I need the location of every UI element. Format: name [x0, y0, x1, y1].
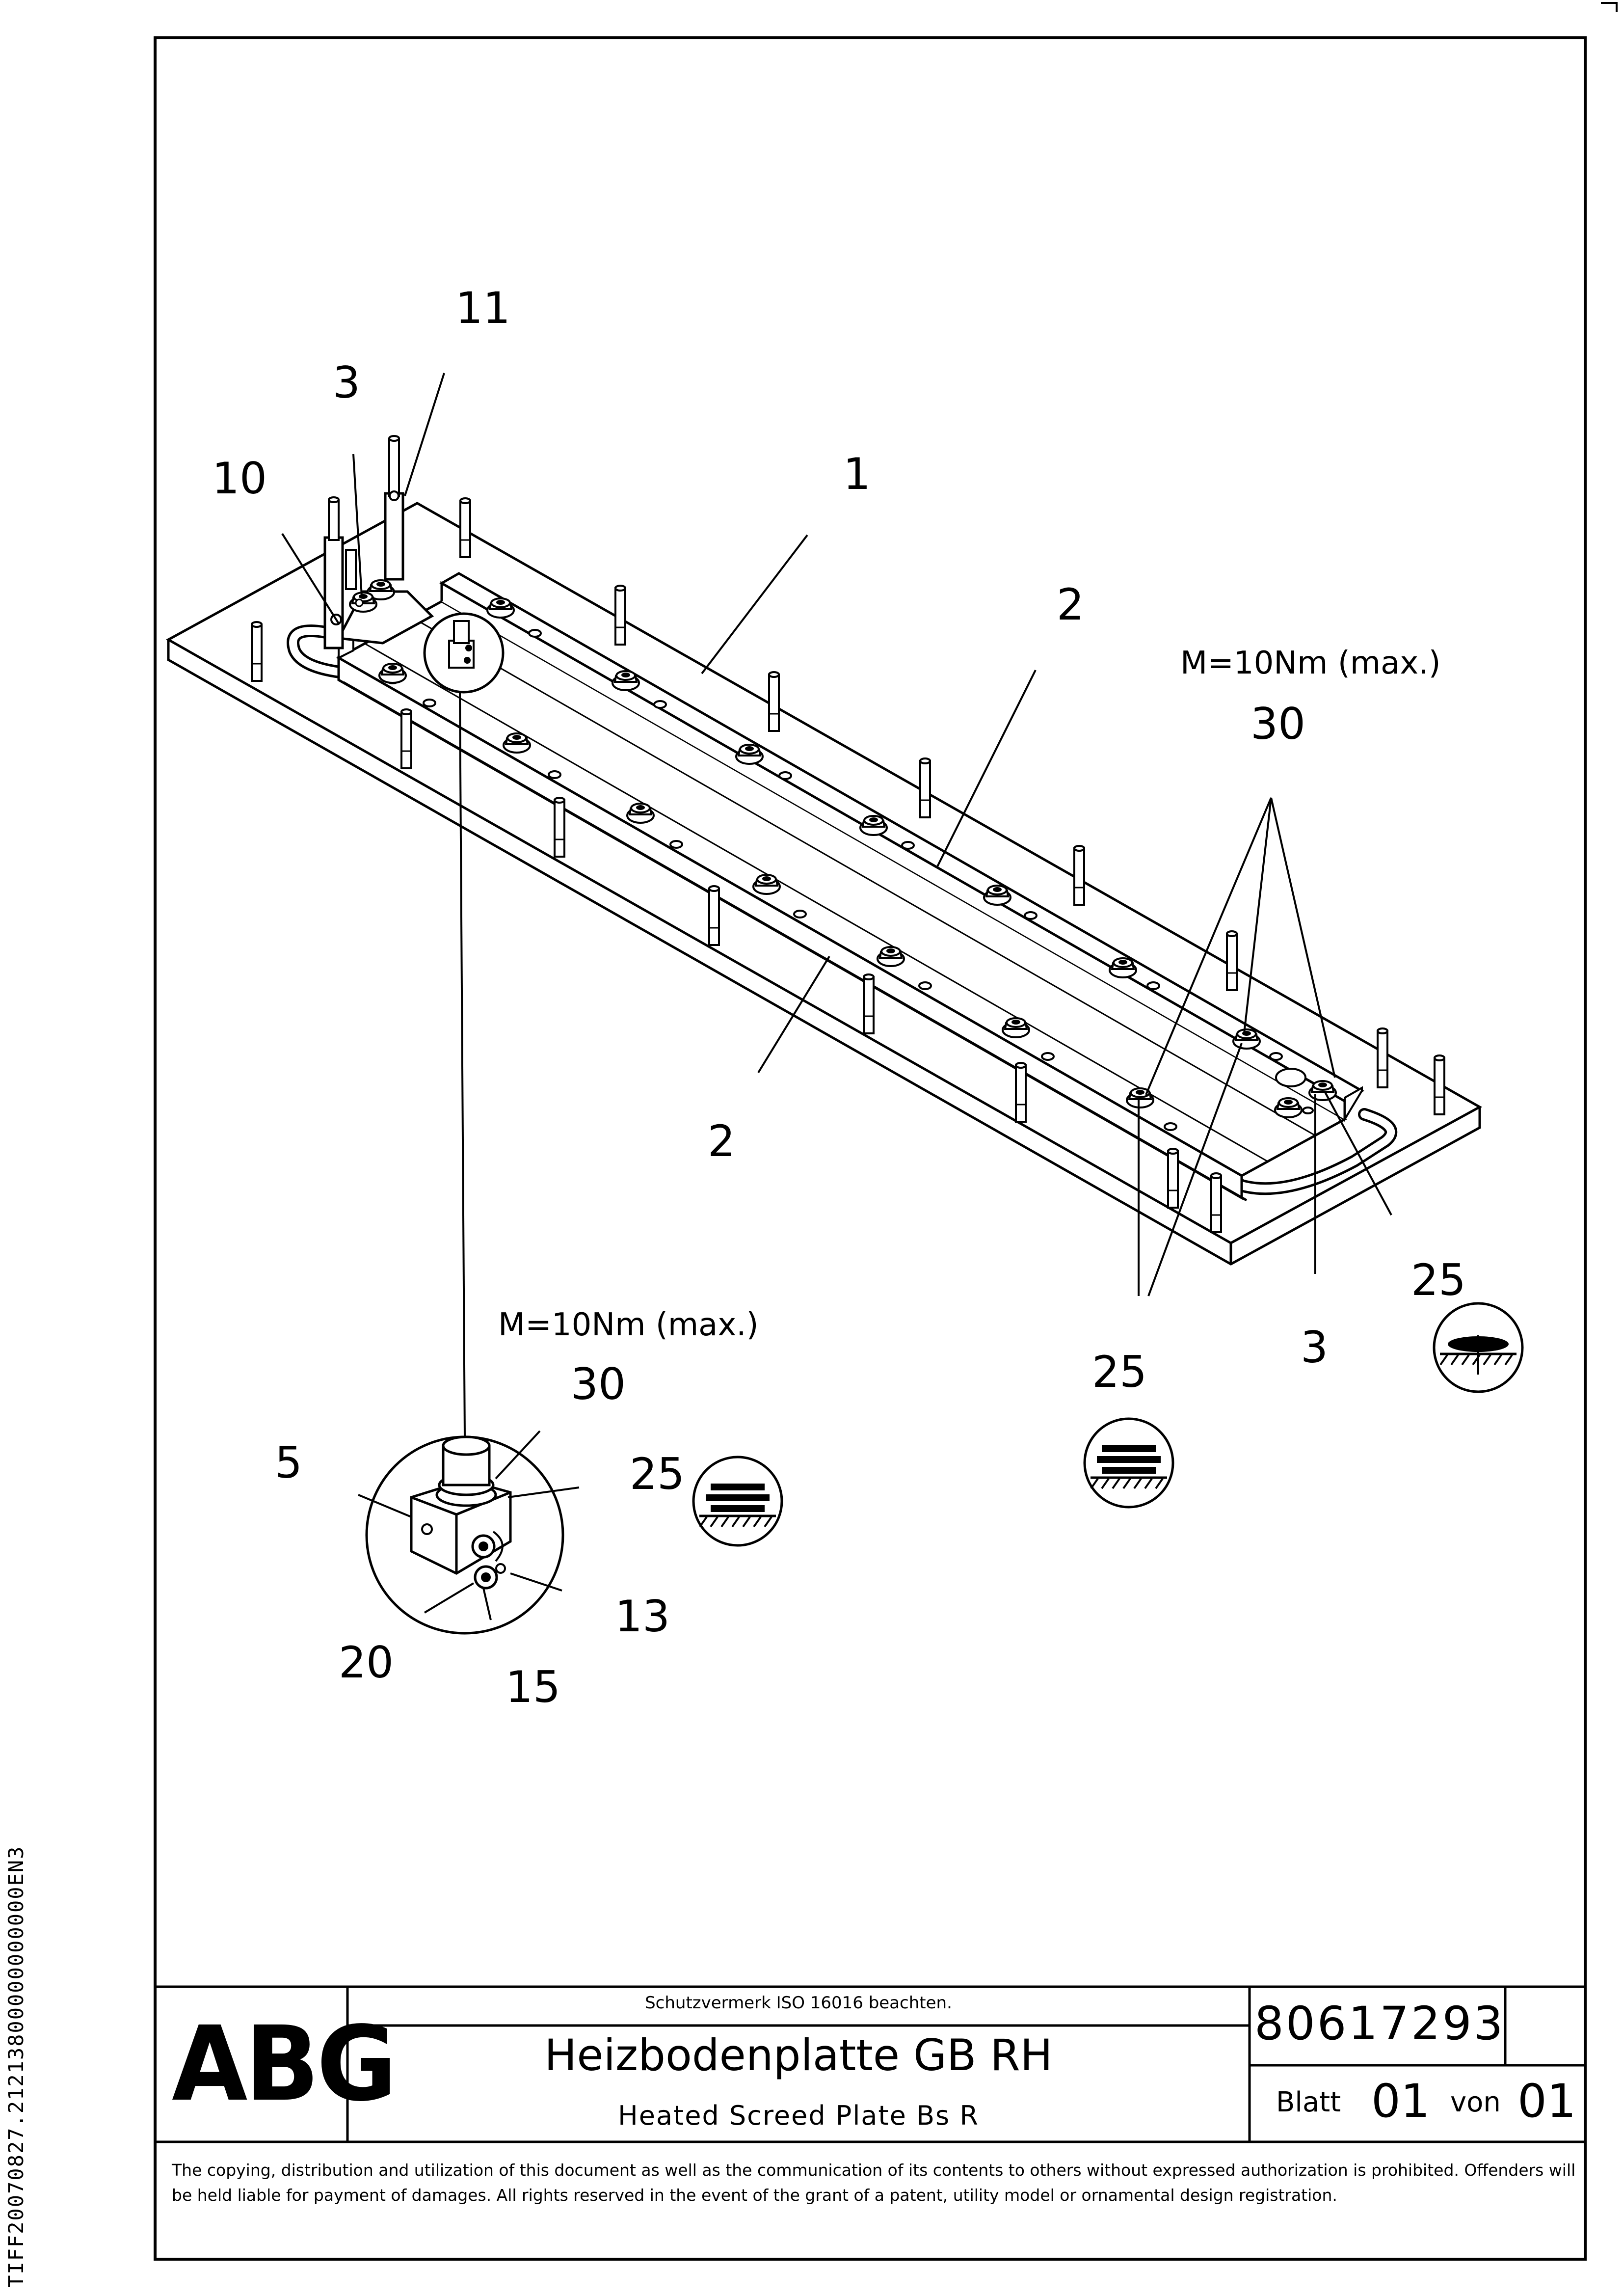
sealant-symbol-25-middle	[1083, 1417, 1174, 1509]
drawing-number: 80617293	[1254, 1997, 1505, 2051]
document-side-code: TIFF20070827.21213800000000000EN3	[4, 1845, 28, 2288]
protection-note: Schutzvermerk ISO 16016 beachten.	[645, 1993, 952, 2013]
sheet-label: Blatt	[1276, 2086, 1341, 2118]
torque-note-right: M=10Nm (max.)	[1180, 645, 1441, 681]
title-german: Heizbodenplatte GB RH	[544, 2030, 1053, 2080]
sealant-symbol-25-left	[692, 1456, 783, 1547]
callout-2-upper: 2	[1057, 579, 1084, 630]
connector-enlarged-view	[358, 1430, 580, 1635]
heated-screed-plate-assembly: 11 3 10 1 2 2 3 25 25 25 5 13 20 15 30 3…	[165, 283, 1524, 1712]
corner-mark	[1601, 2, 1618, 12]
callout-10: 10	[212, 453, 267, 504]
of-label: von	[1450, 2086, 1501, 2118]
right-terminal	[1274, 1068, 1337, 1118]
leader-lines	[281, 373, 1392, 1439]
left-terminal-block	[323, 435, 434, 649]
callout-1: 1	[843, 449, 871, 499]
callout-11: 11	[455, 283, 510, 333]
torque-note-left: M=10Nm (max.)	[498, 1307, 759, 1343]
callout-13: 13	[615, 1591, 670, 1642]
callout-15: 15	[506, 1662, 560, 1712]
copyright-notice: The copying, distribution and utilizatio…	[172, 2161, 1576, 2205]
connector-detail-ring	[423, 612, 505, 694]
callout-3-top: 3	[333, 357, 360, 408]
torque-ref-left: 30	[571, 1359, 626, 1409]
sealant-symbol-25-right	[1433, 1302, 1524, 1393]
title-block	[155, 1985, 1585, 2143]
callout-3-right: 3	[1301, 1322, 1328, 1373]
of-value: 01	[1517, 2075, 1576, 2128]
sheet-value: 01	[1371, 2075, 1430, 2128]
channel-strip	[336, 600, 1348, 1177]
company-logo: ABG	[172, 2004, 397, 2124]
callout-25-left: 25	[630, 1449, 685, 1499]
callout-2-lower: 2	[708, 1116, 735, 1166]
title-english: Heated Screed Plate Bs R	[618, 2100, 979, 2131]
callout-5: 5	[275, 1437, 302, 1488]
callout-25-right: 25	[1411, 1255, 1466, 1305]
callout-20: 20	[339, 1637, 394, 1688]
torque-ref-right: 30	[1251, 699, 1305, 749]
callout-25-middle: 25	[1092, 1347, 1147, 1397]
drawing-frame	[154, 36, 1587, 2261]
